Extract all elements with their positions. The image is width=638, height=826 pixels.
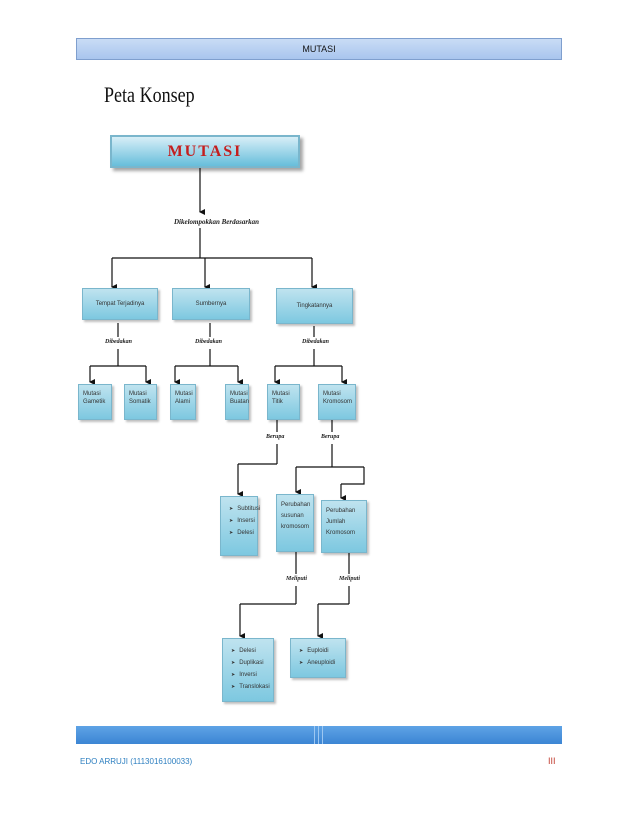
category-sumbernya: Sumbernya [172,288,250,320]
link-berupa-2: Berupa [321,434,340,440]
node-perubahan-susunan: Perubahan susunan kromosom [276,494,314,552]
list-item: Subtitusi [229,503,260,515]
leaf-mutasi-titik: Mutasi Titik [267,384,300,420]
list-item: Translokasi [231,681,269,693]
link-berupa-1: Berupa [266,434,285,440]
list-item: Insersi [229,515,255,527]
list-item: Inversi [231,669,269,681]
footer-author: EDO ARRUJI (1113016100033) [80,757,193,766]
leaf-mutasi-gametik: Mutasi Gametik [78,384,112,420]
page-header: MUTASI [76,38,562,60]
leaf-mutasi-somatik: Mutasi Somatik [124,384,157,420]
list-point-mutations: Subtitusi Insersi Delesi [220,496,260,556]
link-dikelompokkan: Dikelompokkan Berdasarkan [174,218,259,226]
list-item: Euploidi [299,645,341,657]
node-perubahan-jumlah: Perubahan Jumlah Kromosom [321,500,367,553]
category-tingkatannya: Tingkatannya [276,288,353,324]
link-meliputi-2: Meliputi [339,576,361,582]
link-dibedakan-3: Dibedakan [302,339,329,345]
header-title: MUTASI [302,44,336,54]
footer-divider [314,726,315,744]
link-dibedakan-1: Dibedakan [105,339,132,345]
list-structure-types: Delesi Duplikasi Inversi Translokasi [222,638,274,702]
list-number-types: Euploidi Aneuploidi [290,638,346,678]
footer-divider [318,726,319,744]
leaf-mutasi-kromosom: Mutasi Kromosom [318,384,356,420]
list-item: Delesi [229,527,254,539]
page-number: III [548,756,556,766]
section-title: Peta Konsep [104,82,195,107]
root-node-mutasi: MUTASI [110,135,300,168]
leaf-mutasi-alami: Mutasi Alami [170,384,196,420]
footer-divider [322,726,323,744]
link-dibedakan-2: Dibedakan [195,339,222,345]
list-item: Aneuploidi [299,657,341,669]
footer-bar [76,726,562,744]
list-item: Delesi [231,645,269,657]
list-item: Duplikasi [231,657,269,669]
link-meliputi-1: Meliputi [286,576,308,582]
leaf-mutasi-buatan: Mutasi Buatan [225,384,249,420]
category-tempat-terjadinya: Tempat Terjadinya [82,288,158,320]
